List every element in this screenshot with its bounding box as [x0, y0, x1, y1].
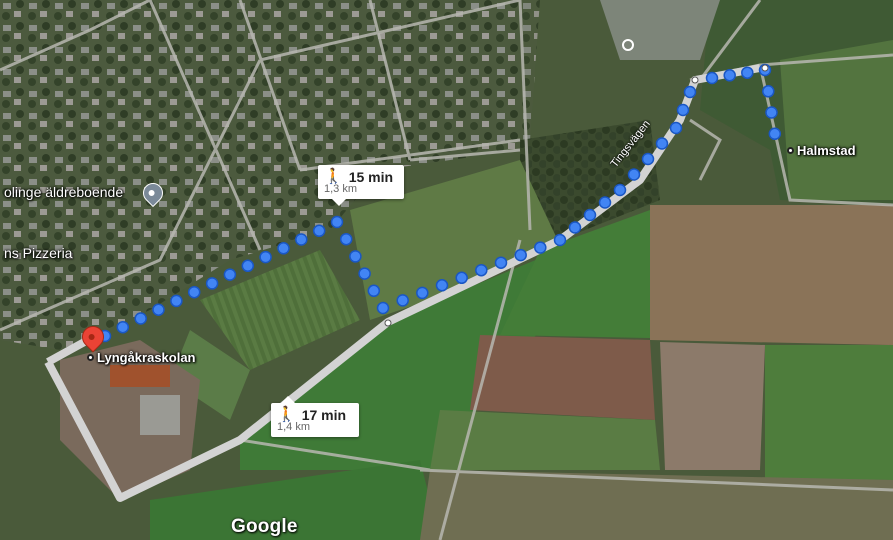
route-dot	[553, 233, 567, 247]
origin-label[interactable]: Lyngåkraskolan	[87, 350, 196, 365]
route-dot	[205, 277, 219, 290]
route-dot	[768, 127, 782, 141]
route-callout-primary[interactable]: 🚶 15 min 1,3 km	[318, 165, 404, 206]
route-dot	[349, 250, 362, 263]
google-logo: Google	[231, 516, 298, 537]
route-dot	[259, 250, 272, 264]
origin-name: Lyngåkraskolan	[97, 350, 196, 365]
route-dot	[396, 294, 409, 307]
route-time: 15 min	[348, 169, 394, 185]
route-dot	[455, 271, 468, 285]
route-dot	[765, 106, 778, 119]
route-dot	[583, 208, 597, 222]
route-dot	[475, 263, 488, 277]
route-dot	[514, 248, 527, 262]
route-dot	[676, 103, 690, 117]
route-dot	[741, 66, 754, 79]
route-time: 17 min	[301, 407, 347, 423]
route-dot	[683, 85, 697, 99]
route-dot	[170, 294, 183, 308]
route-dot	[534, 241, 547, 254]
route-dot	[223, 268, 237, 281]
route-dot	[641, 152, 655, 166]
destination-dot-icon	[787, 147, 794, 154]
walking-person-icon: 🚶	[277, 406, 296, 423]
route-dot	[435, 279, 449, 292]
route-waypoint	[384, 319, 392, 327]
poi-label-elderly[interactable]: olinge äldreboende	[4, 184, 124, 200]
route-dot	[187, 285, 201, 299]
route-waypoint	[691, 76, 699, 84]
route-dot	[152, 303, 165, 316]
route-callout-alternate[interactable]: 🚶 17 min 1,4 km	[271, 396, 359, 437]
route-dot	[339, 232, 353, 246]
walking-person-icon: 🚶	[324, 168, 343, 185]
poi-label-pizzeria[interactable]: ns Pizzeria	[4, 245, 73, 261]
route-waypoint	[761, 64, 769, 72]
route-dot	[669, 121, 683, 135]
route-dot	[568, 221, 582, 234]
route-dot	[723, 69, 736, 82]
route-dot	[358, 267, 371, 280]
route-dot	[295, 233, 308, 246]
route-dot	[367, 284, 381, 298]
route-dot	[416, 286, 429, 300]
route-dot	[762, 85, 775, 98]
route-dot	[277, 242, 290, 255]
route-distance: 1,3 km	[324, 183, 358, 195]
route-dot	[627, 168, 641, 181]
route-dot	[705, 71, 719, 85]
route-dot	[613, 183, 627, 197]
route-dot	[134, 312, 147, 325]
destination-name: Halmstad	[797, 143, 856, 158]
route-dot	[494, 256, 508, 269]
route-dot	[312, 224, 326, 238]
route-dot	[330, 215, 344, 229]
origin-dot-icon	[87, 354, 94, 361]
route-dot	[116, 320, 130, 334]
route-dot	[241, 259, 255, 273]
route-dot	[376, 301, 390, 315]
destination-label[interactable]: Halmstad	[787, 143, 856, 158]
route-dot	[598, 196, 612, 209]
route-distance: 1,4 km	[277, 421, 311, 433]
primary-route	[98, 63, 782, 343]
map-marker-circle	[622, 39, 634, 51]
route-dot	[655, 137, 669, 150]
